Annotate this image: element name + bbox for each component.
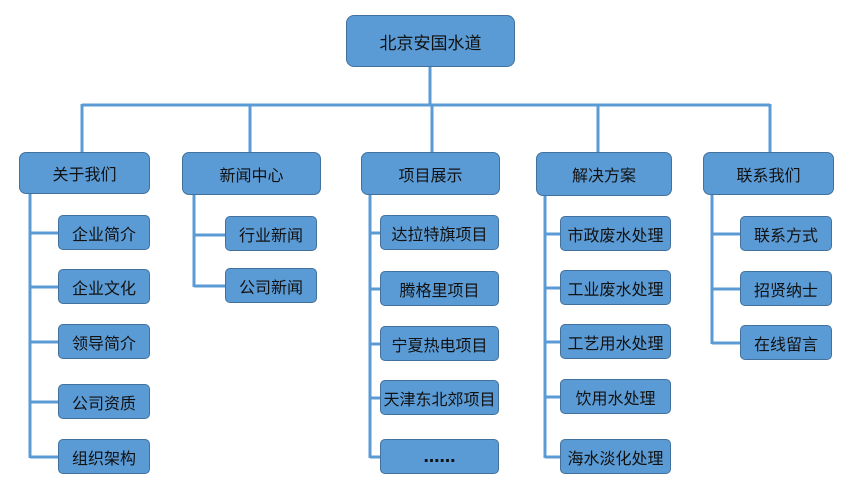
child-node: 领导简介 <box>58 324 150 359</box>
section-header-solutions: 解决方案 <box>536 152 672 196</box>
section-header-news: 新闻中心 <box>182 152 321 195</box>
child-node: 达拉特旗项目 <box>380 215 499 250</box>
child-node: 海水淡化处理 <box>560 439 671 474</box>
child-node: 公司新闻 <box>225 268 317 303</box>
child-node: 企业文化 <box>58 269 150 304</box>
child-node: 联系方式 <box>740 216 832 251</box>
child-node: 组织架构 <box>58 439 150 474</box>
child-node: 市政废水处理 <box>560 216 671 251</box>
section-header-projects: 项目展示 <box>361 152 500 195</box>
child-node: 宁夏热电项目 <box>380 326 499 361</box>
child-node: 企业简介 <box>58 215 150 250</box>
section-header-contact: 联系我们 <box>703 152 834 195</box>
child-node: 行业新闻 <box>225 216 317 251</box>
child-node: 在线留言 <box>740 325 832 360</box>
child-node: 天津东北郊项目 <box>380 380 499 415</box>
child-node: 工艺用水处理 <box>560 324 671 359</box>
child-node: 腾格里项目 <box>380 271 499 306</box>
child-node: 招贤纳士 <box>740 271 832 306</box>
section-header-about: 关于我们 <box>19 152 150 194</box>
child-node: 公司资质 <box>58 384 150 419</box>
child-node: 工业废水处理 <box>560 270 671 305</box>
child-node: 饮用水处理 <box>560 379 671 414</box>
root-node: 北京安国水道 <box>346 15 515 67</box>
child-node: …… <box>380 439 499 474</box>
